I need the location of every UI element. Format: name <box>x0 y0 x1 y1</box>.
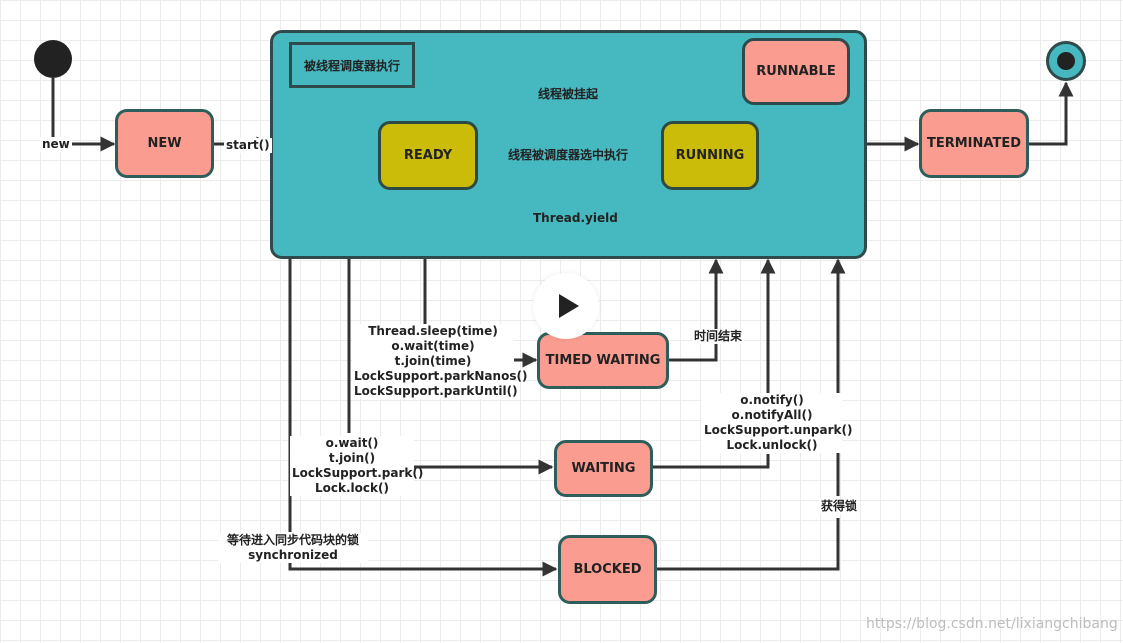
label-suspended: 线程被挂起 <box>535 87 602 102</box>
timed-method-3: LockSupport.parkNanos() <box>354 369 528 383</box>
blocked-method-1: synchronized <box>248 548 338 562</box>
label-start: start() <box>224 138 272 153</box>
timed-method-1: o.wait(time) <box>391 339 475 353</box>
final-state-node <box>1046 41 1086 81</box>
watermark: https://blog.csdn.net/lixiangchibang <box>866 616 1118 632</box>
wait-method-1: t.join() <box>328 451 376 465</box>
notify-method-3: Lock.unlock() <box>726 438 818 452</box>
label-timed-methods: Thread.sleep(time) o.wait(time) t.join(t… <box>352 324 528 399</box>
timed-method-0: Thread.sleep(time) <box>368 324 498 338</box>
notify-method-2: LockSupport.unpark() <box>704 423 853 437</box>
notify-method-0: o.notify() <box>740 393 804 407</box>
label-wait-methods: o.wait() t.join() LockSupport.park() Loc… <box>290 436 424 496</box>
edge-timedwaiting-runnable <box>668 258 724 362</box>
label-notify-methods: o.notify() o.notifyAll() LockSupport.unp… <box>702 393 853 453</box>
edge-waiting-runnable <box>652 454 770 469</box>
label-new: new <box>40 137 72 152</box>
play-icon <box>558 294 579 318</box>
label-time-over: 时间结束 <box>692 329 745 344</box>
wait-method-3: Lock.lock() <box>315 481 389 495</box>
label-acquired-lock: 获得锁 <box>819 499 860 514</box>
state-ready: READY <box>378 121 478 190</box>
state-running: RUNNING <box>661 121 759 190</box>
play-button[interactable] <box>533 273 599 339</box>
blocked-method-0: 等待进入同步代码块的锁 <box>226 533 359 547</box>
label-selected: 线程被调度器选中执行 <box>505 148 632 163</box>
wait-method-0: o.wait() <box>325 436 379 450</box>
edge-start-new <box>51 78 116 152</box>
edge-terminated-end <box>1028 81 1074 146</box>
label-blocked-methods: 等待进入同步代码块的锁 synchronized <box>218 533 368 563</box>
wait-method-2: LockSupport.park() <box>292 466 424 480</box>
edge-blocked-runnable <box>656 518 840 571</box>
initial-state-node <box>34 40 72 78</box>
state-new: NEW <box>115 109 214 178</box>
scheduler-tag: 被线程调度器执行 <box>289 42 415 88</box>
edge-runnable-blocked-head <box>288 561 558 577</box>
label-yield: Thread.yield <box>530 211 621 226</box>
final-state-core <box>1057 52 1075 70</box>
timed-method-4: LockSupport.parkUntil() <box>354 384 518 398</box>
state-runnable: RUNNABLE <box>742 38 850 105</box>
notify-method-1: o.notifyAll() <box>731 408 813 422</box>
timed-method-2: t.join(time) <box>394 354 472 368</box>
state-timed-waiting: TIMED WAITING <box>537 332 669 389</box>
state-waiting: WAITING <box>554 440 653 497</box>
state-terminated: TERMINATED <box>919 109 1029 178</box>
state-blocked: BLOCKED <box>558 535 657 604</box>
